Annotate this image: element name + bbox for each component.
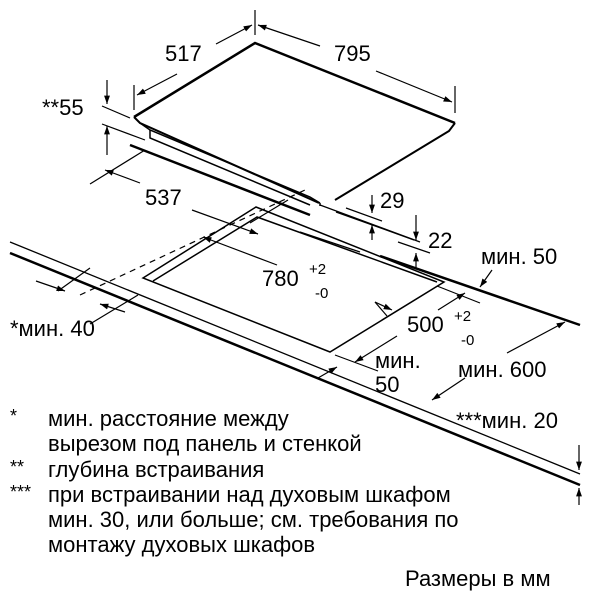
note-mark-1: * xyxy=(10,406,18,426)
label-537: 537 xyxy=(145,185,182,210)
label-22: 22 xyxy=(428,228,453,253)
label-min-50-front-1: мин. xyxy=(375,348,421,373)
note-3-line-1: при встраивании над духовым шкафом xyxy=(48,482,451,507)
tol-500-plus: +2 xyxy=(454,308,472,325)
label-795: 795 xyxy=(334,41,371,66)
tol-500-minus: -0 xyxy=(461,332,475,349)
note-3-line-3: монтажу духовых шкафов xyxy=(48,532,316,557)
units-label: Размеры в мм xyxy=(405,566,551,591)
label-min-20: ***мин. 20 xyxy=(456,408,558,433)
dim-780 xyxy=(202,236,393,317)
label-780: 780 xyxy=(262,266,299,291)
tol-780-plus: +2 xyxy=(309,261,327,278)
note-2-line-1: глубина встраивания xyxy=(48,457,265,482)
dim-795 xyxy=(257,24,456,113)
label-min-50-front-2: 50 xyxy=(375,372,400,397)
dim-537 xyxy=(89,149,289,235)
label-min-40: *мин. 40 xyxy=(10,316,95,341)
dim-517 xyxy=(133,10,256,110)
dim-min-50-back xyxy=(479,269,493,288)
dim-55 xyxy=(101,80,146,155)
dim-min-600 xyxy=(431,321,566,401)
cutout-outline xyxy=(141,206,446,353)
dim-min-50-front xyxy=(317,366,338,379)
label-55: **55 xyxy=(42,95,84,120)
dim-500 xyxy=(334,285,481,372)
note-3-line-2: мин. 30, или больше; см. требования по xyxy=(48,507,459,532)
note-mark-3: *** xyxy=(10,482,32,502)
hidden-edge xyxy=(79,189,306,296)
worktop-edges xyxy=(9,204,581,487)
label-min-600: мин. 600 xyxy=(458,357,547,382)
note-mark-2: ** xyxy=(10,457,25,477)
label-min-50-back: мин. 50 xyxy=(481,244,558,269)
note-1-line-1: мин. расстояние между xyxy=(48,406,289,431)
label-500: 500 xyxy=(407,312,444,337)
label-29: 29 xyxy=(380,188,405,213)
dim-min-40 xyxy=(35,267,139,325)
dim-29-22 xyxy=(345,195,431,268)
hob-outline xyxy=(129,41,456,217)
tol-780-minus: -0 xyxy=(315,285,329,302)
label-517: 517 xyxy=(165,41,202,66)
note-1-line-2: вырезом под панель и стенкой xyxy=(48,431,362,456)
